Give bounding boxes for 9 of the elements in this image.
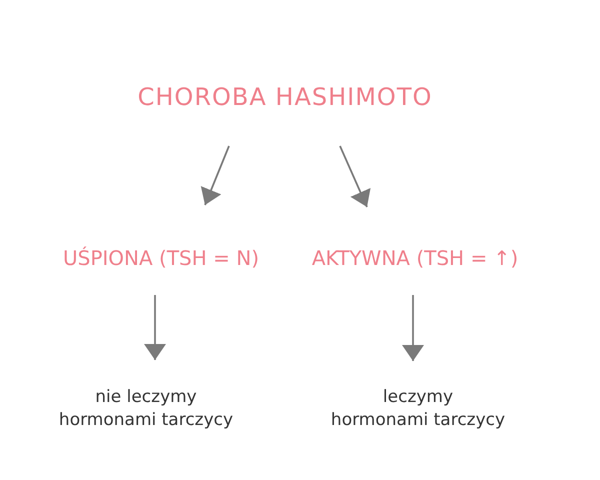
treatment-label: leczymy hormonami tarczycy [330,386,506,432]
state-label: UŚPIONA (TSH = N) [62,245,260,271]
arrow [339,146,371,208]
arrow [144,295,166,360]
title-text: CHOROBA HASHIMOTO [138,82,432,112]
state-label: AKTYWNA (TSH = ↑) [312,245,518,271]
treatment-label: nie leczymy hormonami tarczycy [58,386,234,432]
arrow [402,295,424,361]
arrow [200,146,230,206]
